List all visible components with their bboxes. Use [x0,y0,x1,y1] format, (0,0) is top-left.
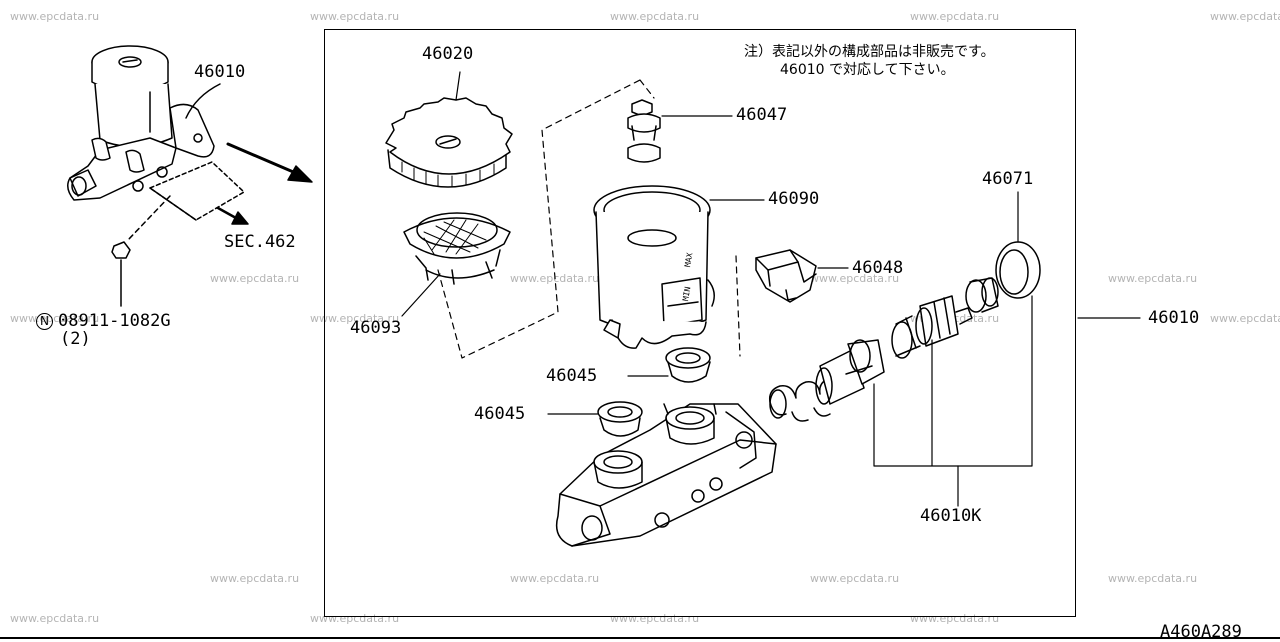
grommet-lower [547,401,643,437]
label-46010k: 46010K [920,506,982,526]
label-fastener-part: 08911-1082G [58,311,171,331]
overview-assembly [67,45,245,307]
watermark: www.epcdata.ru [310,312,400,325]
label-46045-upper: 46045 [546,366,598,386]
watermark: www.epcdata.ru [1108,572,1198,585]
direction-arrow [226,142,313,183]
label-46045-lower: 46045 [474,404,526,424]
piston-kit [768,191,1041,507]
watermark: www.epcdata.ru [210,572,300,585]
watermark: www.epcdata.ru [310,10,400,23]
watermark: www.epcdata.ru [10,10,100,23]
connector-bolt [627,99,733,163]
reservoir-dashed-guide [639,79,741,357]
label-46048: 46048 [852,258,904,278]
label-fastener-qty: (2) [60,329,91,349]
watermark: www.epcdata.ru [210,272,300,285]
watermark: www.epcdata.ru [610,10,700,23]
fastener-symbol: N [36,313,53,330]
bottom-rule [0,637,1280,639]
label-46093: 46093 [350,318,402,338]
watermark: www.epcdata.ru [610,612,700,625]
watermark: www.epcdata.ru [510,572,600,585]
watermark: www.epcdata.ru [1108,272,1198,285]
label-46010-main: 46010 [1148,308,1200,328]
label-46071: 46071 [982,169,1034,189]
strainer [401,212,511,317]
label-46047: 46047 [736,105,788,125]
section-arrow [216,206,249,225]
strainer-dashed-guide [437,79,641,359]
watermark: www.epcdata.ru [10,312,100,325]
grommet-upper [627,347,711,383]
watermark: www.epcdata.ru [810,572,900,585]
watermark: www.epcdata.ru [10,612,100,625]
fluid-reservoir [593,185,765,349]
watermark: www.epcdata.ru [1210,10,1280,23]
watermark: www.epcdata.ru [810,272,900,285]
cylinder-body [555,403,777,547]
label-sec-462: SEC.462 [224,232,296,252]
reservoir-cap [385,71,513,188]
exploded-view-frame [324,29,1076,617]
label-46020: 46020 [422,44,474,64]
drawing-reference-code: A460A289 [1160,622,1242,642]
label-46010-overview: 46010 [194,62,246,82]
watermark: www.epcdata.ru [910,10,1000,23]
watermark: www.epcdata.ru [910,612,1000,625]
watermark: www.epcdata.ru [310,612,400,625]
level-sensor [755,249,849,303]
label-46090: 46090 [768,189,820,209]
note-line-1: 注）表記以外の構成部品は非販売です。 [744,44,995,60]
watermark: www.epcdata.ru [1210,312,1280,325]
note-line-2: 46010 で対応して下さい。 [780,62,955,78]
